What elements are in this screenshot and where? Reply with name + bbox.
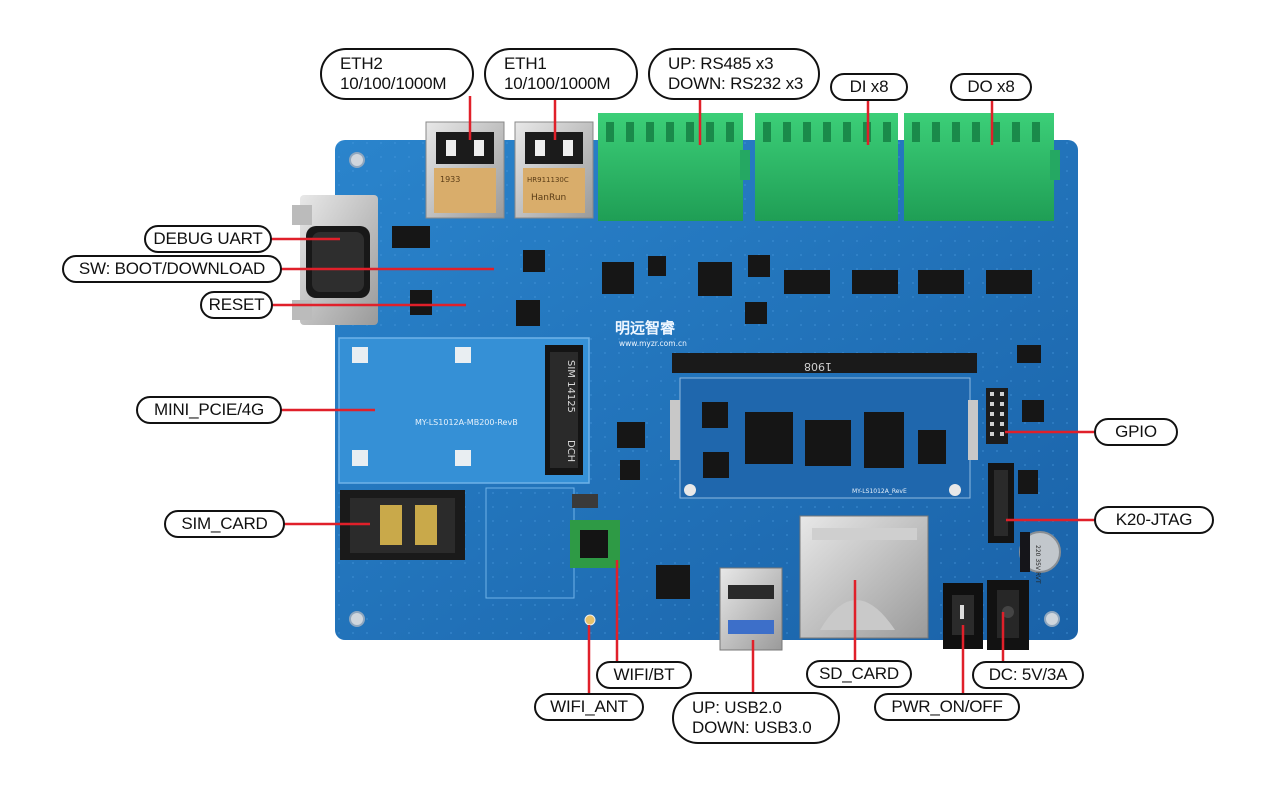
callout-sw-boot: SW: BOOT/DOWNLOAD (62, 255, 282, 283)
terminal-block-rs (598, 113, 750, 221)
board-model-silkscreen: MY-LS1012A-MB200-RevB (415, 418, 518, 427)
brand-url: www.myzr.com.cn (619, 339, 687, 348)
callout-eth2-line1: ETH2 (340, 54, 383, 73)
pcie-slot-text-sim: SIM 14125 (565, 360, 576, 413)
callout-mini-pcie: MINI_PCIE/4G (136, 396, 282, 424)
eth1-jack-brand: HanRun (531, 193, 566, 203)
rj45-eth2: 1933 (425, 121, 505, 219)
callout-debug-uart: DEBUG UART (144, 225, 272, 253)
eth2-jack-text: 1933 (440, 175, 460, 184)
callout-wifi-ant: WIFI_ANT (534, 693, 644, 721)
capacitor: 220 35V RVT (1019, 531, 1061, 584)
callout-wifiant-text: WIFI_ANT (550, 697, 628, 716)
wifi-bt-module (570, 494, 620, 626)
mini-pcie-module: SIM 14125 DCH MY-LS1012A-MB200-RevB (338, 337, 590, 484)
brand-cn: 明远智睿 (615, 319, 676, 337)
callout-k20-jtag: K20-JTAG (1094, 506, 1214, 534)
callout-di: DI x8 (830, 73, 908, 101)
leader-lines (270, 96, 1096, 695)
capacitor-text: 220 35V RVT (1034, 545, 1041, 584)
callout-sd-card: SD_CARD (806, 660, 912, 688)
callout-eth2-line2: 10/100/1000M (340, 74, 447, 93)
callout-wifi-bt: WIFI/BT (596, 661, 692, 689)
callout-pcie-text: MINI_PCIE/4G (153, 400, 265, 419)
dc-jack (987, 580, 1029, 650)
callout-usb-line1: UP: USB2.0 (692, 698, 782, 717)
callout-dc-power: DC: 5V/3A (972, 661, 1084, 689)
callout-pwr-text: PWR_ON/OFF (891, 697, 1003, 716)
callout-rs-line1: UP: RS485 x3 (668, 54, 774, 73)
callout-usb-line2: DOWN: USB3.0 (692, 718, 812, 737)
callout-pwr-switch: PWR_ON/OFF (874, 693, 1020, 721)
som-chip-code: 1908 (804, 360, 832, 373)
terminal-block-do (904, 113, 1060, 221)
callout-sw-text: SW: BOOT/DOWNLOAD (78, 259, 266, 278)
eth1-jack-part: HR911130C (527, 176, 569, 184)
mounting-holes (349, 152, 1060, 627)
callout-reset: RESET (200, 291, 273, 319)
callout-eth1: ETH1 10/100/1000M (484, 48, 638, 100)
db9-connector (292, 195, 378, 325)
callout-eth1-line2: 10/100/1000M (504, 74, 611, 93)
jtag-header (988, 463, 1014, 543)
callout-dc-text: DC: 5V/3A (988, 665, 1068, 684)
pcie-slot-text-dch: DCH (565, 440, 576, 462)
callout-reset-text: RESET (208, 295, 265, 314)
som-module: 1908 MY-LS1012A_RevE (670, 353, 978, 499)
callout-jtag-text: K20-JTAG (1115, 510, 1193, 529)
callout-usb: UP: USB2.0 DOWN: USB3.0 (672, 692, 840, 744)
ic-chips (392, 226, 1044, 599)
terminal-block-di (755, 113, 898, 221)
callout-rs-line2: DOWN: RS232 x3 (668, 74, 804, 93)
callout-di-text: DI x8 (849, 77, 889, 96)
callout-do: DO x8 (950, 73, 1032, 101)
callout-wifibt-text: WIFI/BT (613, 665, 675, 684)
callout-sim-text: SIM_CARD (181, 514, 268, 533)
power-switch (943, 583, 983, 649)
sd-card-slot (799, 515, 929, 639)
som-model: MY-LS1012A_RevE (852, 488, 907, 495)
callout-gpio: GPIO (1094, 418, 1178, 446)
callout-gpio-text: GPIO (1115, 422, 1157, 441)
callout-rs485-rs232: UP: RS485 x3 DOWN: RS232 x3 (648, 48, 820, 100)
callout-do-text: DO x8 (967, 77, 1015, 96)
sim-card-slot (340, 487, 575, 599)
callout-sd-text: SD_CARD (819, 664, 899, 683)
callout-eth2: ETH2 10/100/1000M (320, 48, 474, 100)
usb-connector (719, 567, 783, 651)
callout-sim-card: SIM_CARD (164, 510, 285, 538)
callout-debug-text: DEBUG UART (153, 229, 263, 248)
callout-eth1-line1: ETH1 (504, 54, 547, 73)
gpio-header (986, 388, 1008, 444)
